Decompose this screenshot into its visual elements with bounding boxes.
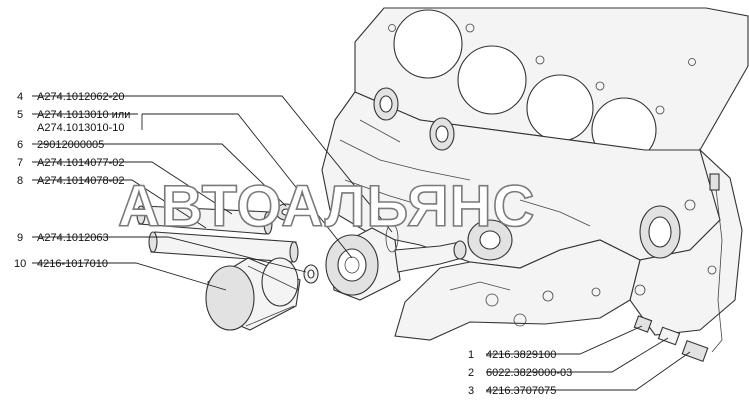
gasket-part-9 <box>303 264 319 284</box>
oil-cooler-part-5 <box>325 227 467 301</box>
sensor-part-1 <box>633 315 653 333</box>
callout-5-number: 5 <box>17 109 23 121</box>
callout-6-number: 6 <box>17 139 23 151</box>
callout-1-code: 4216.3829100 <box>486 349 556 361</box>
callout-7-number: 7 <box>17 157 23 169</box>
callout-5-code-alt: A274.1013010-10 <box>37 122 124 134</box>
callout-8-code: A274.1014078-02 <box>37 175 124 187</box>
cylinder-bore-3 <box>526 74 594 142</box>
callout-labels: 4 A274.1012062-20 5 A274.1013010 или A27… <box>14 91 572 397</box>
callout-3-number: 3 <box>468 385 474 397</box>
fitting-part-6 <box>275 203 297 221</box>
sensor-part-3 <box>681 339 709 363</box>
tube-part-7 <box>136 205 273 235</box>
callout-3-code: 4216.3707075 <box>486 385 556 397</box>
leader-lines <box>32 95 691 391</box>
cylinder-bore-2 <box>457 45 527 115</box>
callout-4-code: A274.1012062-20 <box>37 91 124 103</box>
callout-9-number: 9 <box>17 232 23 244</box>
gasket-part-4 <box>385 223 399 253</box>
callout-10-code: 4216-1017010 <box>37 258 108 270</box>
callout-4-number: 4 <box>17 91 23 103</box>
callout-2-number: 2 <box>468 367 474 379</box>
callout-7-code: A274.1014077-02 <box>37 157 124 169</box>
oil-filter-part-10 <box>205 257 301 331</box>
callout-5-code: A274.1013010 или <box>37 109 130 121</box>
tube-part-8 <box>148 231 299 263</box>
cylinder-bore-1 <box>393 9 463 79</box>
callout-9-code: A274.1012063 <box>37 232 109 244</box>
watermark-text: АВТОАЛЬЯНС <box>118 174 535 239</box>
callout-8-number: 8 <box>17 175 23 187</box>
callout-10-number: 10 <box>14 258 26 270</box>
callout-1-number: 1 <box>468 349 474 361</box>
engine-block <box>321 7 749 353</box>
callout-6-code: 29012000005 <box>37 139 104 151</box>
callout-2-code: 6022.3829000-03 <box>486 367 572 379</box>
